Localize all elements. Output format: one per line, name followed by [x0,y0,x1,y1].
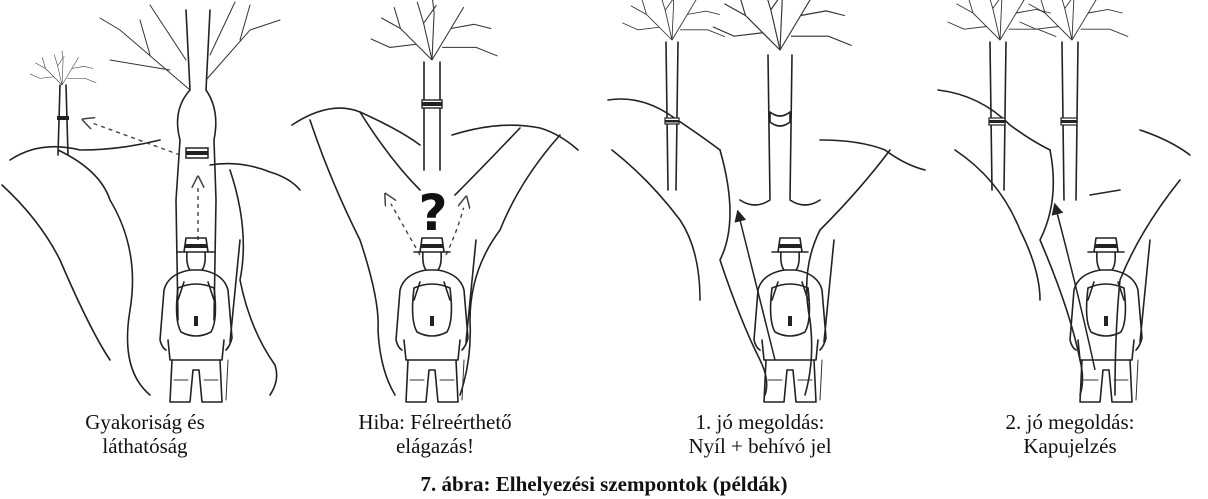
panel-3-drawing [608,0,925,402]
caption-line: Kapujelzés [950,434,1190,458]
caption-panel-3: 1. jó megoldás: Nyíl + behívó jel [640,410,880,458]
caption-line: 1. jó megoldás: [640,410,880,434]
illustration-row: ? [0,0,1208,410]
panel-2-drawing: ? [292,0,578,402]
caption-panel-4: 2. jó megoldás: Kapujelzés [950,410,1190,458]
caption-panel-2: Hiba: Félreérthető elágazás! [320,410,550,458]
figure-title: 7. ábra: Elhelyezési szempontok (példák) [0,472,1208,496]
caption-line: Nyíl + behívó jel [640,434,880,458]
panel-4-drawing [938,0,1190,402]
caption-line: Hiba: Félreérthető [320,410,550,434]
caption-panel-1: Gyakoriság és láthatóság [40,410,250,458]
panel-1-drawing [2,2,300,402]
caption-line: elágazás! [320,434,550,458]
question-mark: ? [418,184,447,242]
caption-line: 2. jó megoldás: [950,410,1190,434]
caption-line: Gyakoriság és [40,410,250,434]
caption-line: láthatóság [40,434,250,458]
